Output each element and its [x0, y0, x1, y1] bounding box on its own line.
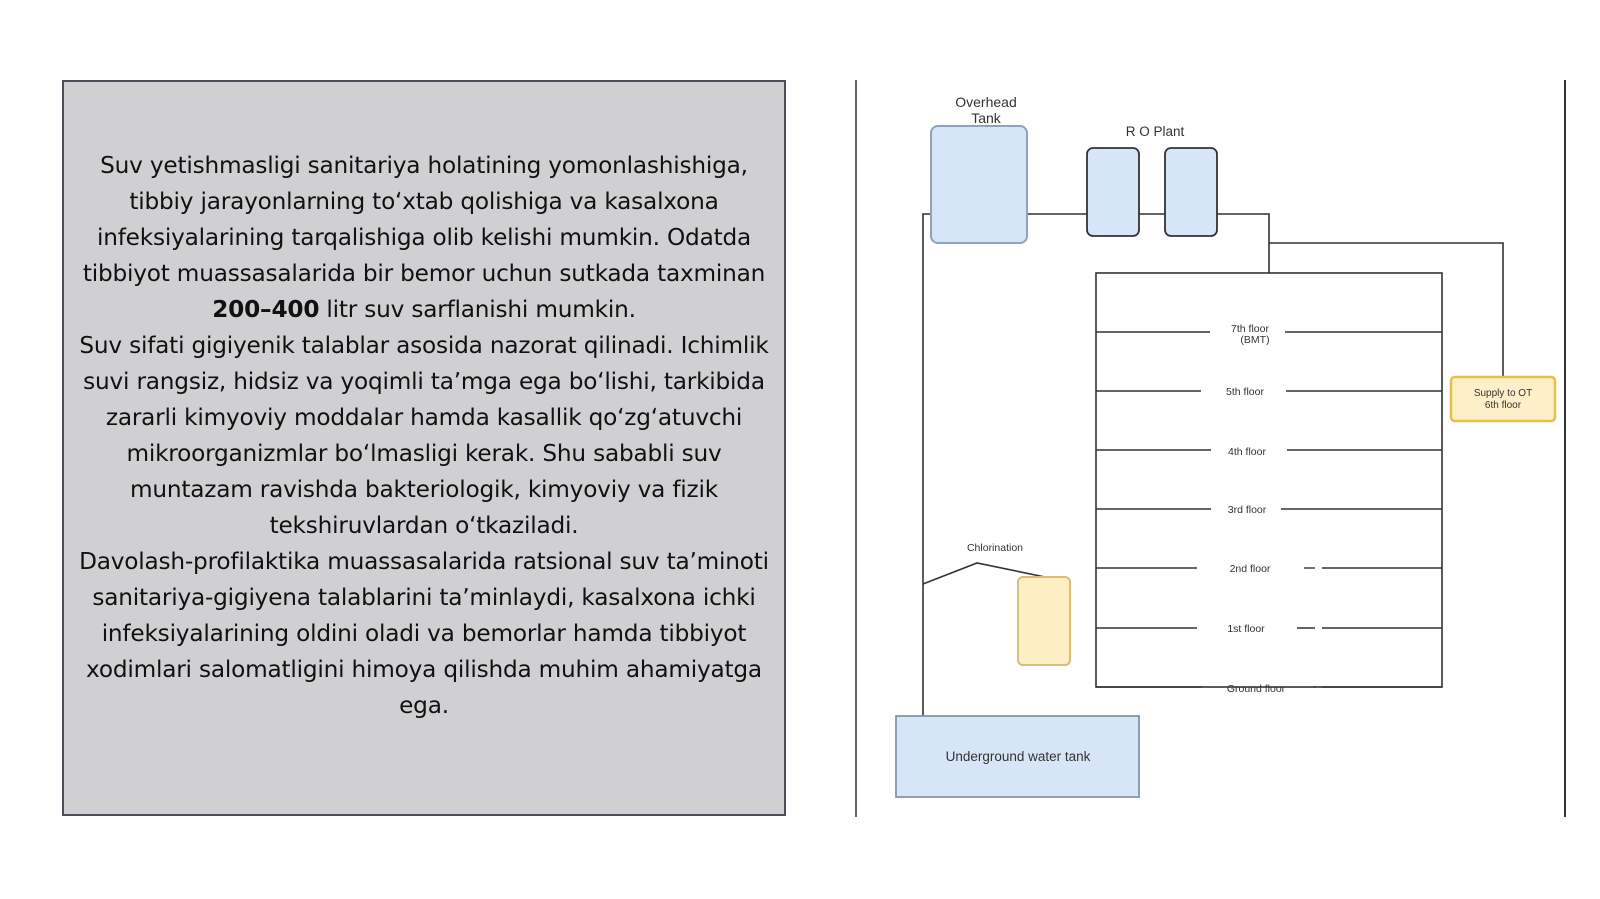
supply-to-ot-pipe — [1269, 242, 1504, 377]
underground-water-tank-label: Underground water tank — [946, 749, 1091, 764]
paragraph-1-text-end: litr suv sarflanishi mumkin. — [319, 296, 636, 323]
supply-to-ot-box — [1449, 375, 1557, 423]
ro-plant-unit-2 — [1164, 147, 1218, 237]
underground-water-tank — [895, 715, 1140, 798]
paragraph-water-quality: Suv sifati gigiyenik talablar asosida na… — [79, 332, 769, 539]
chlorination-tank — [1017, 576, 1071, 666]
paragraph-1-bold-value: 200–400 — [212, 296, 320, 323]
floor-lines — [1096, 331, 1442, 688]
text-panel: Suv yetishmasligi sanitariya holatining … — [62, 80, 786, 816]
supply-to-ot-label-line2: 6th floor — [1485, 400, 1522, 411]
overhead-tank-label-line2: Tank — [971, 110, 1002, 126]
overhead-tank-label-line1: Overhead — [955, 94, 1016, 110]
floor-3-label: 3rd floor — [1228, 504, 1267, 516]
ro-to-building-pipe — [1217, 213, 1270, 273]
supply-to-ot-label-line1: Supply to OT — [1474, 388, 1532, 399]
floor-7-label-line2: (BMT) — [1240, 334, 1269, 346]
paragraph-rational-supply: Davolash-profilaktika muassasalarida rat… — [79, 548, 769, 719]
ro-plant-unit-1 — [1086, 147, 1140, 237]
text-body: Suv yetishmasligi sanitariya holatining … — [72, 148, 776, 724]
pipes — [922, 213, 1504, 716]
floor-4-label: 4th floor — [1228, 446, 1266, 458]
chlorination-label: Chlorination — [967, 542, 1023, 554]
chlorination-pipe — [922, 562, 1046, 585]
paragraph-water-shortage: Suv yetishmasligi sanitariya holatining … — [72, 148, 776, 328]
floor-2-label: 2nd floor — [1230, 563, 1271, 575]
overhead-tank — [930, 125, 1028, 244]
floor-5-label: 5th floor — [1226, 386, 1264, 398]
floor-1-label: 1st floor — [1227, 623, 1265, 635]
ground-floor-label: Ground floor — [1227, 683, 1286, 695]
main-riser-pipe — [922, 213, 931, 716]
paragraph-1-text: Suv yetishmasligi sanitariya holatining … — [82, 152, 766, 287]
building-outline — [1095, 272, 1443, 688]
ro-plant-label: R O Plant — [1126, 124, 1185, 139]
floor-7-label-line1: 7th floor — [1231, 323, 1269, 335]
